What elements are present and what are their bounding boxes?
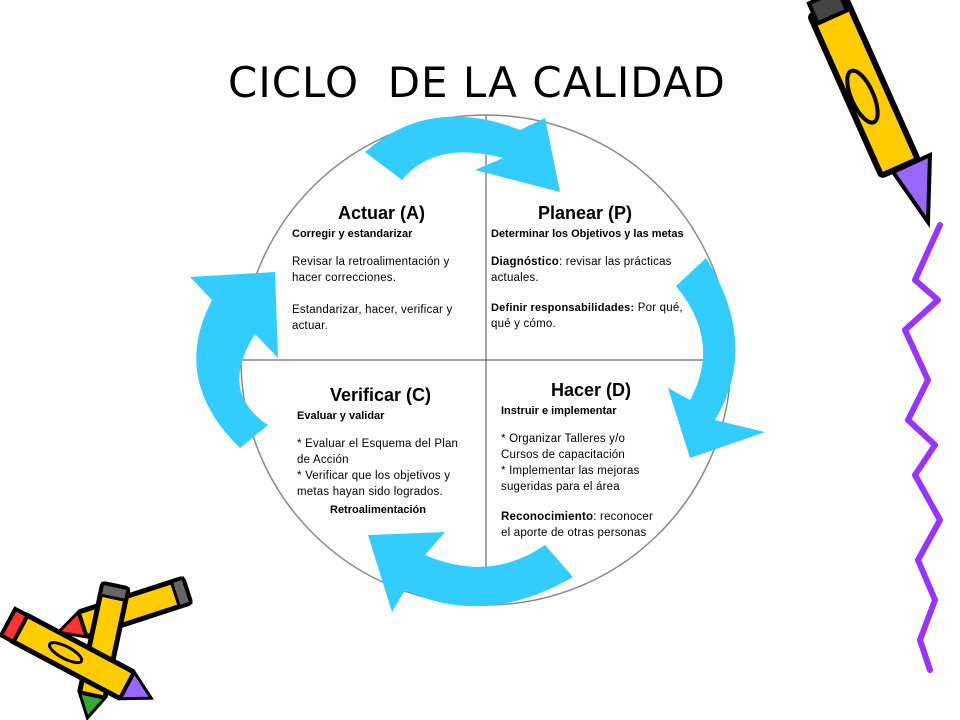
diagnostico-label: Diagnóstico xyxy=(491,256,560,268)
squiggle-decoration xyxy=(902,222,943,673)
quadrant-verificar-text-2: * Verificar que los objetivos y metas ha… xyxy=(297,470,451,498)
quadrant-hacer-text-1: * Organizar Talleres y/o Cursos de capac… xyxy=(501,433,626,461)
quadrant-hacer-heading: Hacer (D) xyxy=(551,380,632,400)
quadrant-hacer: Hacer (D) Instruir e implementar * Organ… xyxy=(501,379,661,541)
quadrant-actuar-subheading: Corregir y estandarizar xyxy=(292,228,413,240)
quadrant-planear-heading: Planear (P) xyxy=(538,203,633,223)
quadrant-actuar-heading: Actuar (A) xyxy=(338,203,426,223)
quadrant-planear-responsabilidades: Definir responsabilidades: Por qué, qué … xyxy=(491,300,691,332)
responsabilidades-label: Definir responsabilidades: xyxy=(491,302,635,314)
responsabilidades-text: Por qué, qué y cómo. xyxy=(491,302,683,330)
quadrant-planear-subheading: Determinar los Objetivos y las metas xyxy=(491,228,684,240)
page-title: CICLO DE LA CALIDAD xyxy=(228,58,726,107)
quadrant-actuar: Actuar (A) Corregir y estandarizar Revis… xyxy=(292,202,472,334)
quadrant-verificar: Verificar (C) Evaluar y validar * Evalua… xyxy=(297,384,472,518)
quadrant-actuar-text-1: Revisar la retroalimentación y hacer cor… xyxy=(292,256,450,284)
quadrant-verificar-footer: Retroalimentación xyxy=(330,504,426,516)
pencils-bottom-left-icon xyxy=(0,576,193,720)
arrow-hacer-to-verificar xyxy=(368,532,573,612)
quadrant-hacer-reconocimiento: Reconocimiento: reconocer el aporte de o… xyxy=(501,509,656,541)
arrow-planear-to-hacer xyxy=(668,258,765,458)
reconocimiento-label: Reconocimiento xyxy=(501,511,594,523)
arrow-verificar-to-actuar xyxy=(190,272,278,448)
pencil-top-right-icon xyxy=(806,0,933,229)
arrow-actuar-to-planear xyxy=(365,116,560,192)
quadrant-planear-diagnostico: Diagnóstico: revisar las prácticas actua… xyxy=(491,254,676,286)
reconocimiento-text: : reconocer el aporte de otras personas xyxy=(501,511,653,539)
quadrant-planear: Planear (P) Determinar los Objetivos y l… xyxy=(491,202,701,332)
diagnostico-text: : revisar las prácticas actuales. xyxy=(491,256,672,284)
quadrant-verificar-subheading: Evaluar y validar xyxy=(297,410,385,422)
quadrant-actuar-text-2: Estandarizar, hacer, verificar y actuar. xyxy=(292,304,453,332)
quadrant-verificar-heading: Verificar (C) xyxy=(330,385,432,405)
quadrant-hacer-subheading: Instruir e implementar xyxy=(501,405,617,417)
quadrant-verificar-text-1: * Evaluar el Esquema del Plan de Acción xyxy=(297,438,459,466)
quadrant-hacer-text-2: * Implementar las mejoras sugeridas para… xyxy=(501,465,640,493)
